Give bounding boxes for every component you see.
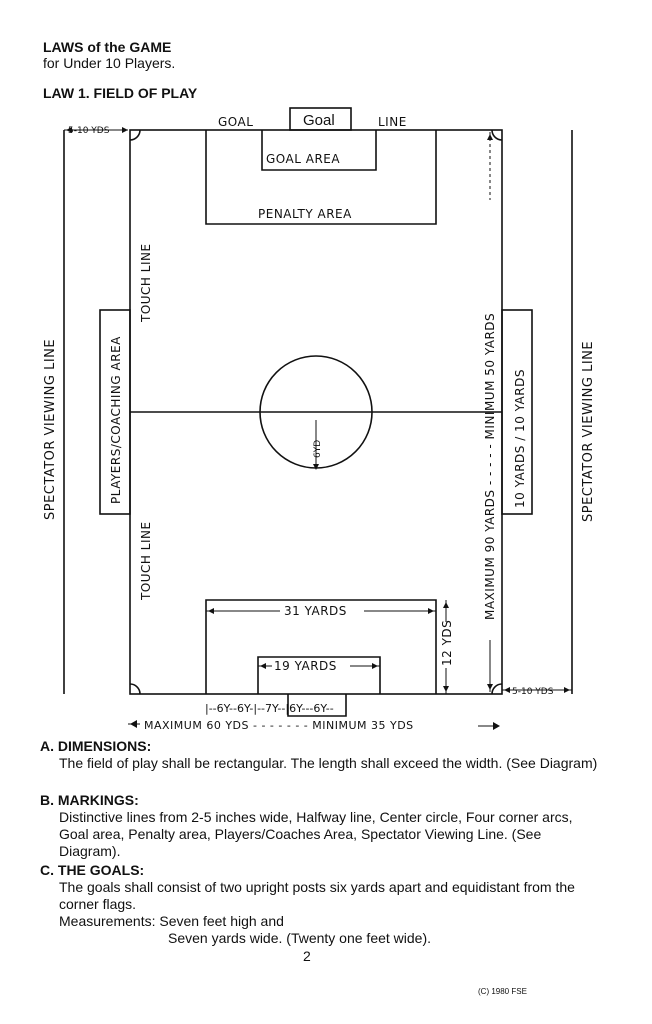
top-5-10-label: 5-10 YDS bbox=[68, 126, 110, 136]
ten-yards-box bbox=[501, 309, 533, 515]
section-text: Distinctive lines from 2-5 inches wide, … bbox=[59, 809, 573, 859]
section-dimensions: A. DIMENSIONS: The field of play shall b… bbox=[40, 738, 600, 772]
section-heading: B. MARKINGS: bbox=[40, 792, 139, 808]
section-heading: A. DIMENSIONS: bbox=[40, 738, 152, 754]
yards-12-label: 12 YDS bbox=[440, 620, 454, 666]
ten-yards-label: 10 YARDS / 10 YARDS bbox=[513, 369, 527, 508]
players-area-label: PLAYERS/COACHING AREA bbox=[109, 336, 123, 504]
width-range-label: MAXIMUM 60 YDS - - - - - - - MINIMUM 35 … bbox=[144, 719, 414, 732]
measurement-line-2: Seven yards wide. (Twenty one feet wide)… bbox=[168, 930, 432, 946]
corner-arc bbox=[491, 129, 503, 141]
section-goals: C. THE GOALS: The goals shall consist of… bbox=[40, 862, 600, 947]
players-coaching-area bbox=[99, 309, 131, 515]
touch-line-label-top: TOUCH LINE bbox=[139, 243, 153, 323]
field-diagram: Goal GOAL LINE GOAL AREA PENALTY AREA 5-… bbox=[43, 107, 596, 732]
section-text: The field of play shall be rectangular. … bbox=[59, 755, 598, 771]
corner-arc bbox=[129, 683, 141, 695]
penalty-area-top bbox=[205, 130, 437, 225]
section-heading: C. THE GOALS: bbox=[40, 862, 145, 878]
corner-arc bbox=[129, 129, 141, 141]
section-markings: B. MARKINGS: Distinctive lines from 2-5 … bbox=[40, 792, 600, 860]
goal-area-label: GOAL AREA bbox=[266, 152, 340, 166]
copyright: (C) 1980 FSE bbox=[478, 987, 527, 996]
page-number: 2 bbox=[303, 948, 311, 964]
section-text: The goals shall consist of two upright p… bbox=[59, 879, 575, 912]
goal-top bbox=[289, 107, 352, 131]
measurement-line-1: Measurements: Seven feet high and bbox=[59, 913, 284, 929]
center-6yd-label: 6YD bbox=[313, 440, 323, 458]
penalty-area-bottom bbox=[205, 599, 437, 694]
penalty-area-label: PENALTY AREA bbox=[258, 207, 352, 221]
goal-dims-label: |--6Y--6Y-|--7Y--|6Y---6Y-- bbox=[205, 702, 334, 715]
corner-arc bbox=[491, 683, 503, 695]
goal-area-top bbox=[261, 130, 377, 171]
goal-line-label-left: GOAL bbox=[218, 115, 253, 129]
goal-bottom bbox=[287, 694, 347, 717]
spectator-label-left: SPECTATOR VIEWING LINE bbox=[43, 339, 58, 520]
length-range-label: MAXIMUM 90 YARDS - - - - - MINIMUM 50 YA… bbox=[483, 313, 497, 620]
goal-line-label-right: LINE bbox=[378, 115, 407, 129]
law-title: LAW 1. FIELD OF PLAY bbox=[43, 85, 198, 101]
touch-line-label-bottom: TOUCH LINE bbox=[139, 521, 153, 601]
bottom-5-10-label: 5-10 YDS bbox=[512, 687, 554, 697]
goal-label: Goal bbox=[303, 112, 335, 129]
yards-31-label: 31 YARDS bbox=[284, 604, 347, 618]
spectator-label-right: SPECTATOR VIEWING LINE bbox=[581, 341, 596, 522]
page-subtitle: for Under 10 Players. bbox=[43, 55, 176, 71]
goal-area-bottom bbox=[257, 656, 381, 694]
page-title: LAWS of the GAME bbox=[43, 39, 172, 55]
yards-19-label: 19 YARDS bbox=[274, 659, 337, 673]
